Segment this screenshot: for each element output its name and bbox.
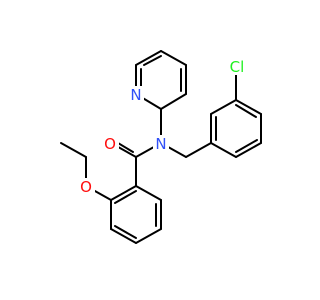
bond [160, 93, 187, 110]
bond [110, 228, 137, 244]
bond [210, 99, 237, 115]
bond [135, 50, 162, 66]
bond [235, 99, 262, 115]
atom-n-amide: N [153, 135, 169, 153]
bond [185, 142, 212, 158]
structure-svg: N N O O Cl [60, 50, 262, 244]
atom-label-cl: Cl [230, 58, 245, 76]
bond [235, 142, 262, 158]
bond [114, 225, 137, 239]
bond [235, 139, 258, 153]
bond [110, 185, 137, 201]
atom-label-o-carbonyl: O [104, 135, 116, 153]
atom-label-o-ether: O [80, 178, 92, 196]
bond [160, 50, 187, 66]
atom-cl: Cl [226, 57, 248, 76]
atom-label-n-amide: N [155, 135, 166, 153]
chlorophenyl-ring [210, 99, 262, 158]
molecule-diagram: N N O O Cl [60, 50, 262, 244]
bond [235, 104, 257, 118]
bond [60, 142, 87, 158]
bond [114, 190, 137, 204]
atom-n-pyridine: N [128, 86, 144, 104]
atom-label-n-pyridine: N [130, 86, 141, 104]
atom-o-carbonyl: O [102, 135, 119, 153]
bond [135, 185, 162, 201]
bond [143, 55, 162, 66]
bond [210, 142, 237, 158]
atom-o-ether: O [78, 178, 95, 196]
benzoyl-ring [110, 185, 162, 244]
bond [135, 228, 162, 244]
